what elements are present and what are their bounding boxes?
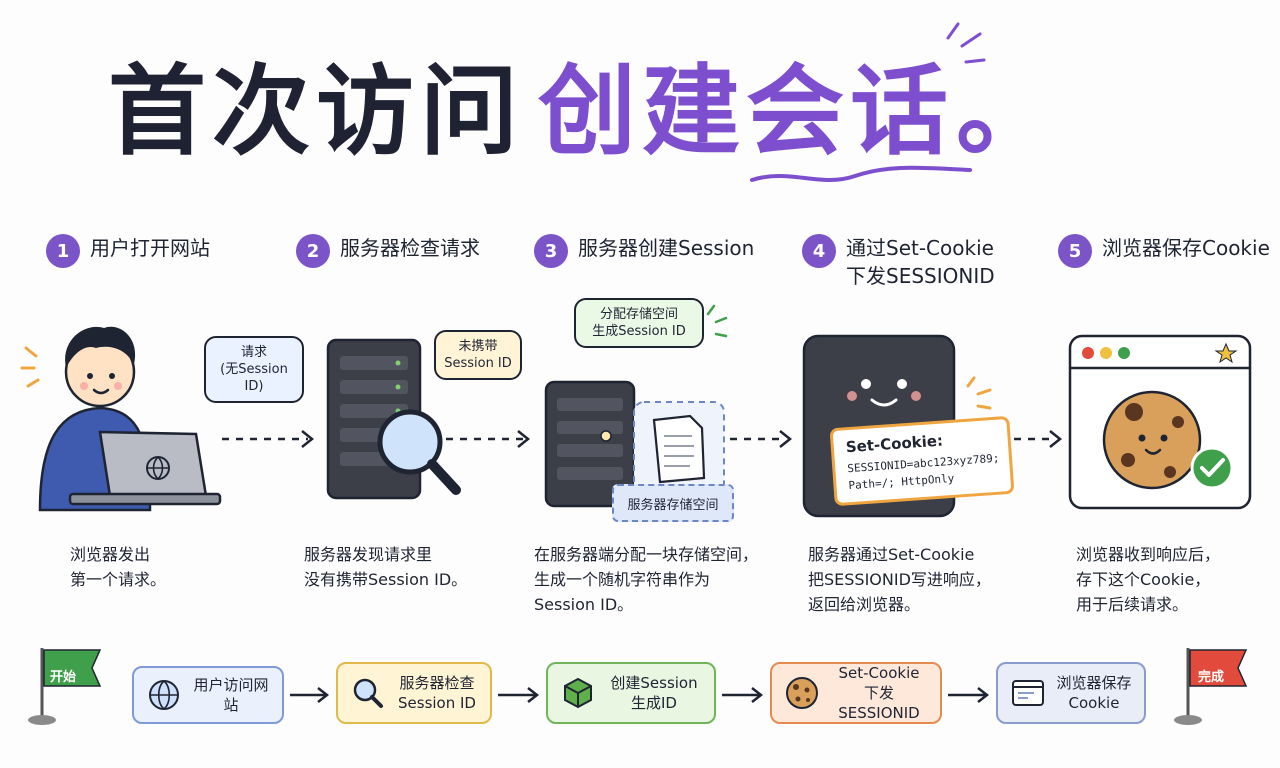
step-2-desc: 服务器发现请求里 没有携带Session ID。 bbox=[304, 545, 468, 589]
allocate-bubble: 分配存储空间 生成Session ID bbox=[574, 298, 704, 348]
step-2-header: 2 服务器检查请求 bbox=[296, 234, 480, 268]
step-3-desc: 在服务器端分配一块存储空间， 生成一个随机字符串作为 Session ID。 bbox=[534, 545, 759, 614]
flow-step-label: 浏览器保存 Cookie bbox=[1056, 674, 1132, 712]
step-title: 通过Set-Cookie 下发SESSIONID bbox=[846, 236, 995, 288]
title-part-1: 首次访问 bbox=[108, 55, 525, 169]
flow-step-label: 服务器检查 Session ID bbox=[398, 674, 476, 712]
step-5-desc: 浏览器收到响应后， 存下这个Cookie， 用于后续请求。 bbox=[1076, 545, 1221, 614]
flow-step-label: 创建Session 生成ID bbox=[610, 674, 698, 712]
step-4-header: 4 通过Set-Cookie 下发SESSIONID bbox=[802, 234, 995, 290]
start-label: 开始 bbox=[50, 670, 77, 685]
step-5-header: 5 浏览器保存Cookie bbox=[1058, 234, 1270, 268]
step-title: 服务器创建Session bbox=[578, 236, 755, 260]
flow-step-label: 用户访问网站 bbox=[193, 676, 269, 714]
page-title: 首次访问创建会话。 bbox=[108, 52, 1060, 182]
cookie-icon bbox=[786, 677, 818, 709]
flow-step-2: 服务器检查 Session ID bbox=[336, 662, 492, 724]
step-badge: 4 bbox=[802, 234, 836, 268]
request-bubble: 请求 (无Session ID) bbox=[204, 336, 304, 403]
flow-arrows bbox=[290, 687, 990, 703]
step-badge: 2 bbox=[296, 234, 330, 268]
step-1-desc: 浏览器发出 第一个请求。 bbox=[70, 545, 167, 589]
flow-step-5: 浏览器保存 Cookie bbox=[996, 662, 1146, 724]
title-period: 。 bbox=[956, 55, 1061, 169]
no-session-bubble: 未携带 Session ID bbox=[434, 330, 522, 380]
flow-step-4: Set-Cookie 下发SESSIONID bbox=[770, 662, 942, 724]
title-part-2: 创建会话 bbox=[538, 55, 955, 169]
storage-label: 服务器存储空间 bbox=[612, 484, 734, 522]
cube-icon bbox=[564, 677, 592, 709]
globe-icon bbox=[149, 680, 179, 710]
start-flag-icon bbox=[28, 648, 102, 725]
step-badge: 3 bbox=[534, 234, 568, 268]
browser-illustration bbox=[1068, 334, 1252, 510]
flow-step-3: 创建Session 生成ID bbox=[546, 662, 716, 724]
step-badge: 5 bbox=[1058, 234, 1092, 268]
flow-step-label: Set-Cookie 下发SESSIONID bbox=[838, 664, 920, 722]
magnifier-icon bbox=[353, 678, 383, 708]
step-title: 浏览器保存Cookie bbox=[1102, 236, 1270, 260]
title-decoration bbox=[750, 22, 986, 182]
magnifier-illustration bbox=[377, 409, 461, 495]
document-illustration bbox=[652, 414, 706, 484]
step-title: 用户打开网站 bbox=[90, 236, 210, 260]
step-1-header: 1 用户打开网站 bbox=[46, 234, 210, 268]
step-title: 服务器检查请求 bbox=[340, 236, 480, 260]
finish-flag-icon bbox=[1174, 648, 1248, 725]
set-cookie-card: Set-Cookie: SESSIONID=abc123xyz789; Path… bbox=[829, 415, 1015, 507]
user-illustration bbox=[20, 326, 222, 512]
step-badge: 1 bbox=[46, 234, 80, 268]
step-4-desc: 服务器通过Set-Cookie 把SESSIONID写进响应， 返回给浏览器。 bbox=[808, 545, 991, 614]
step-3-header: 3 服务器创建Session bbox=[534, 234, 754, 268]
browser-icon bbox=[1012, 680, 1044, 706]
finish-label: 完成 bbox=[1198, 670, 1225, 685]
flow-step-1: 用户访问网站 bbox=[132, 666, 284, 724]
